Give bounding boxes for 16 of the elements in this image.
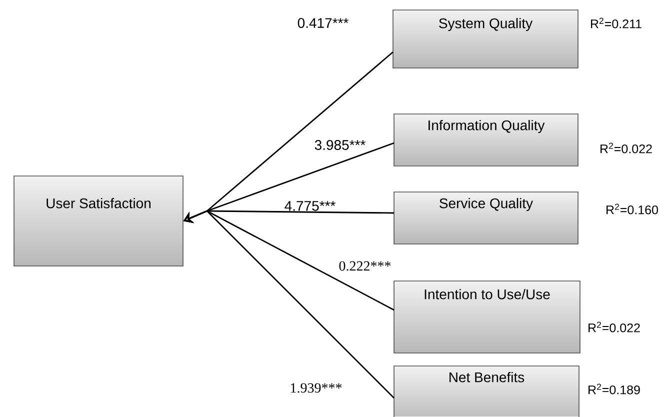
process-box: Intention to Use/Use [394, 280, 580, 354]
r-squared-label: R$^{2}$=0.160 [606, 204, 658, 214]
process-box: Net Benefits [394, 366, 580, 417]
r-squared-label: R$^{2}$=0.022 [588, 322, 640, 332]
r-squared-label: R$^{2}$=0.022 [600, 142, 652, 154]
process-box: User Satisfaction [14, 176, 184, 266]
r-squared-label: R$^{2}$=0.189 [588, 384, 640, 394]
process-box: Service Quality [394, 192, 578, 244]
edge-label: 1.939*** [290, 383, 342, 393]
edge-label: 4.775*** [284, 201, 336, 211]
edge-label: 3.985*** [314, 140, 366, 150]
edge-label: 0.222*** [339, 261, 391, 271]
r-squared-label: R$^{2}$=0.211 [591, 18, 642, 28]
process-box: System Quality [392, 10, 578, 68]
process-box: Information Quality [394, 114, 578, 166]
edge-label: 0.417*** [298, 18, 348, 28]
